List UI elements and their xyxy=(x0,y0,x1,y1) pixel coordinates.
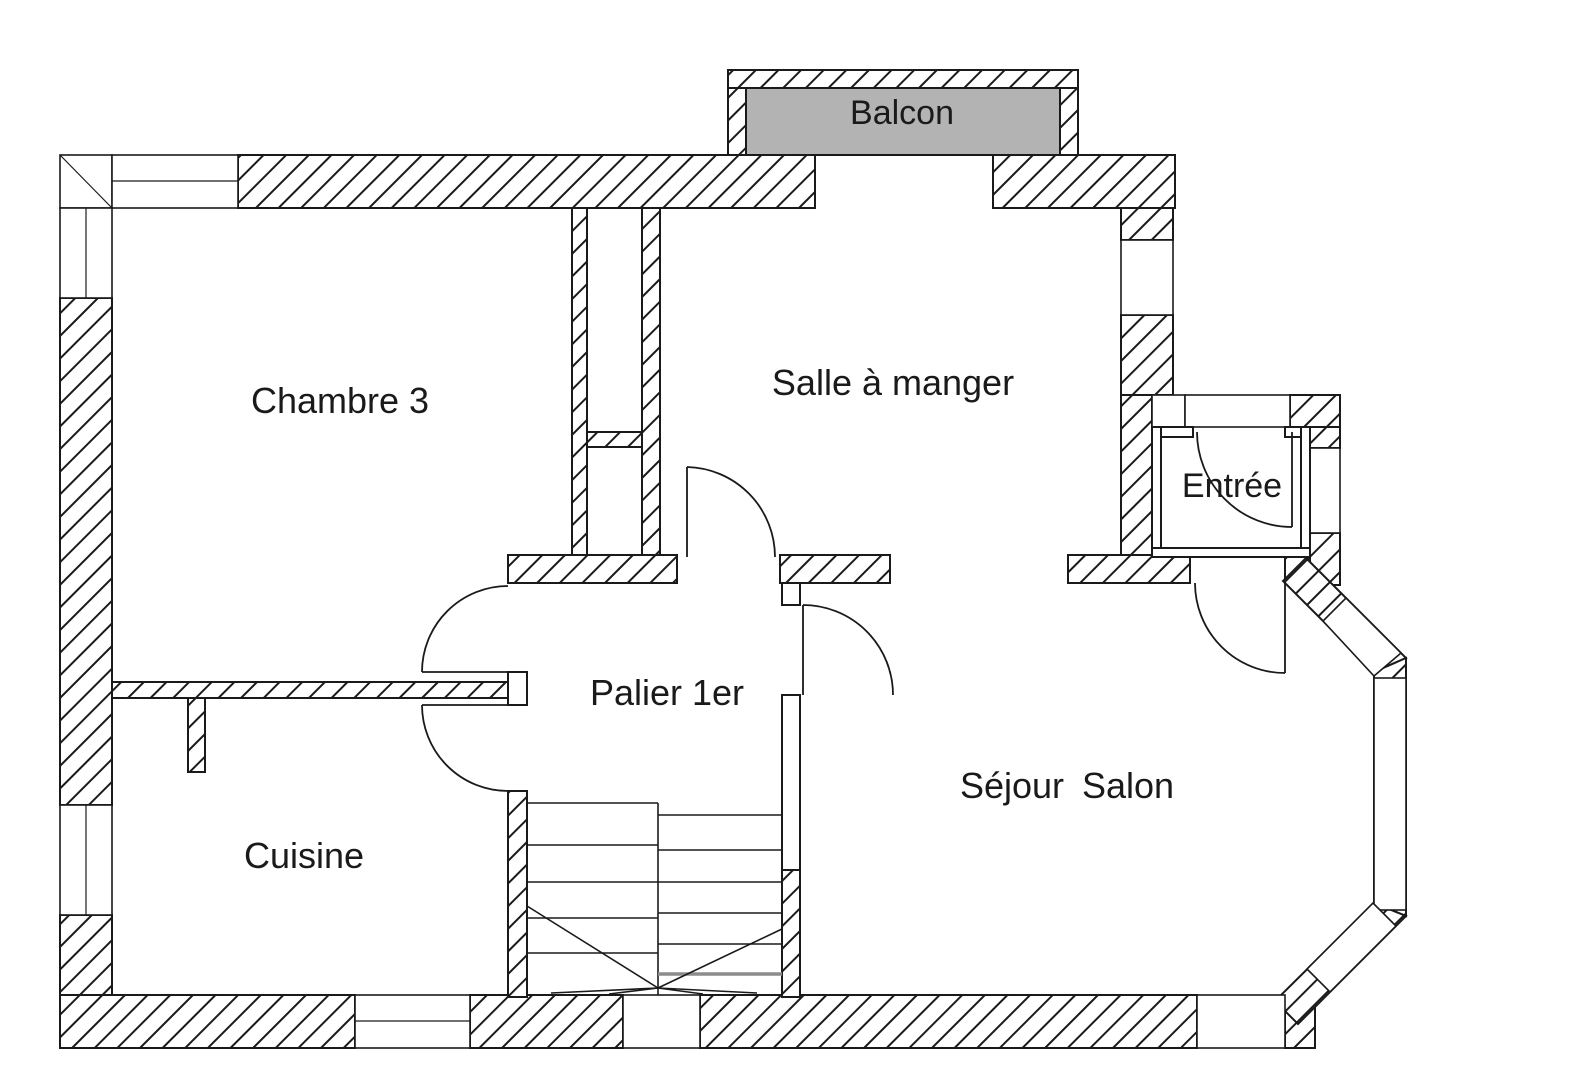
stair-winder xyxy=(608,987,659,995)
corner-window-diagonal xyxy=(59,154,113,209)
label-salle-a-manger: Salle à manger xyxy=(772,362,1014,403)
duct-separator xyxy=(586,431,643,448)
exterior-walls xyxy=(59,154,1408,1049)
wall-between-doors xyxy=(507,671,528,706)
stairwell-bottom-gap xyxy=(622,994,701,1049)
wall-right-column-top xyxy=(1120,207,1174,241)
label-chambre3: Chambre 3 xyxy=(251,380,429,421)
stair-winder xyxy=(526,905,659,989)
wall-entree-north xyxy=(1289,394,1341,428)
stair-winder xyxy=(657,928,783,989)
duct-wall-right xyxy=(641,207,661,556)
window-entree-east xyxy=(1309,447,1341,534)
window-bottom-sejour xyxy=(1196,994,1286,1049)
entree-north-jamb xyxy=(1151,394,1186,428)
label-cuisine: Cuisine xyxy=(244,835,364,876)
wall-palier-north xyxy=(507,554,678,584)
door-cuisine-arc xyxy=(421,704,509,792)
balcony-door-opening xyxy=(817,156,991,207)
windows xyxy=(59,154,1407,1049)
door-entree-arc xyxy=(1196,431,1293,528)
wall-stairs-east xyxy=(781,869,801,998)
balcony-outer-wall xyxy=(727,69,1079,89)
wall-sejour-north-2 xyxy=(1067,554,1191,584)
balcony-side-wall-right xyxy=(1059,87,1079,156)
label-palier: Palier 1er xyxy=(590,672,744,713)
wall-left-upper xyxy=(59,297,113,806)
balcony-floor xyxy=(745,87,1061,156)
interior-walls xyxy=(507,426,1311,871)
label-sejour: Séjour xyxy=(960,765,1064,806)
balcony-side-wall-left xyxy=(727,87,747,156)
label-balcon: Balcon xyxy=(850,94,954,132)
entree-box-south xyxy=(1151,547,1311,558)
wall-right-column-mid xyxy=(1120,314,1174,396)
bay-window-lower xyxy=(1305,901,1398,994)
wall-bottom-2 xyxy=(469,994,624,1049)
window-entree-north xyxy=(1184,394,1291,428)
window-right-salle xyxy=(1120,239,1174,316)
balcony xyxy=(727,69,1079,156)
door-chambre3-arc xyxy=(421,585,509,673)
wall-entree-west xyxy=(1120,394,1153,559)
wall-sejour-north-1 xyxy=(779,554,891,584)
stair-winder xyxy=(657,987,758,994)
wall-top-left xyxy=(237,154,816,209)
wall-bottom-3 xyxy=(699,994,1198,1049)
stair-winder xyxy=(550,987,659,994)
duct-wall-left xyxy=(571,207,588,556)
label-entree: Entrée xyxy=(1182,467,1282,505)
door-palier-sejour-arc xyxy=(802,604,894,696)
wall-palier-east-jamb xyxy=(781,582,801,606)
cuisine-stub-wall xyxy=(187,697,206,773)
staircase xyxy=(526,802,783,995)
door-salle-arc xyxy=(686,466,776,558)
bay-window-upper xyxy=(1321,596,1403,678)
wall-bottom-1 xyxy=(59,994,356,1049)
door-entree-sejour-arc xyxy=(1194,582,1286,674)
doors xyxy=(421,431,1293,792)
wall-chambre3-cuisine xyxy=(111,681,524,699)
label-salon: Salon xyxy=(1082,765,1174,806)
wall-top-right xyxy=(992,154,1176,209)
wall-stairs-west xyxy=(507,790,528,998)
room-labels: Balcon Chambre 3 Salle à manger Entrée P… xyxy=(244,94,1282,876)
wall-entree-east-top xyxy=(1309,426,1341,449)
entree-box-east xyxy=(1300,426,1311,558)
entree-box-west xyxy=(1151,426,1162,558)
bay-window-middle xyxy=(1373,677,1407,911)
wall-palier-east xyxy=(781,694,801,871)
